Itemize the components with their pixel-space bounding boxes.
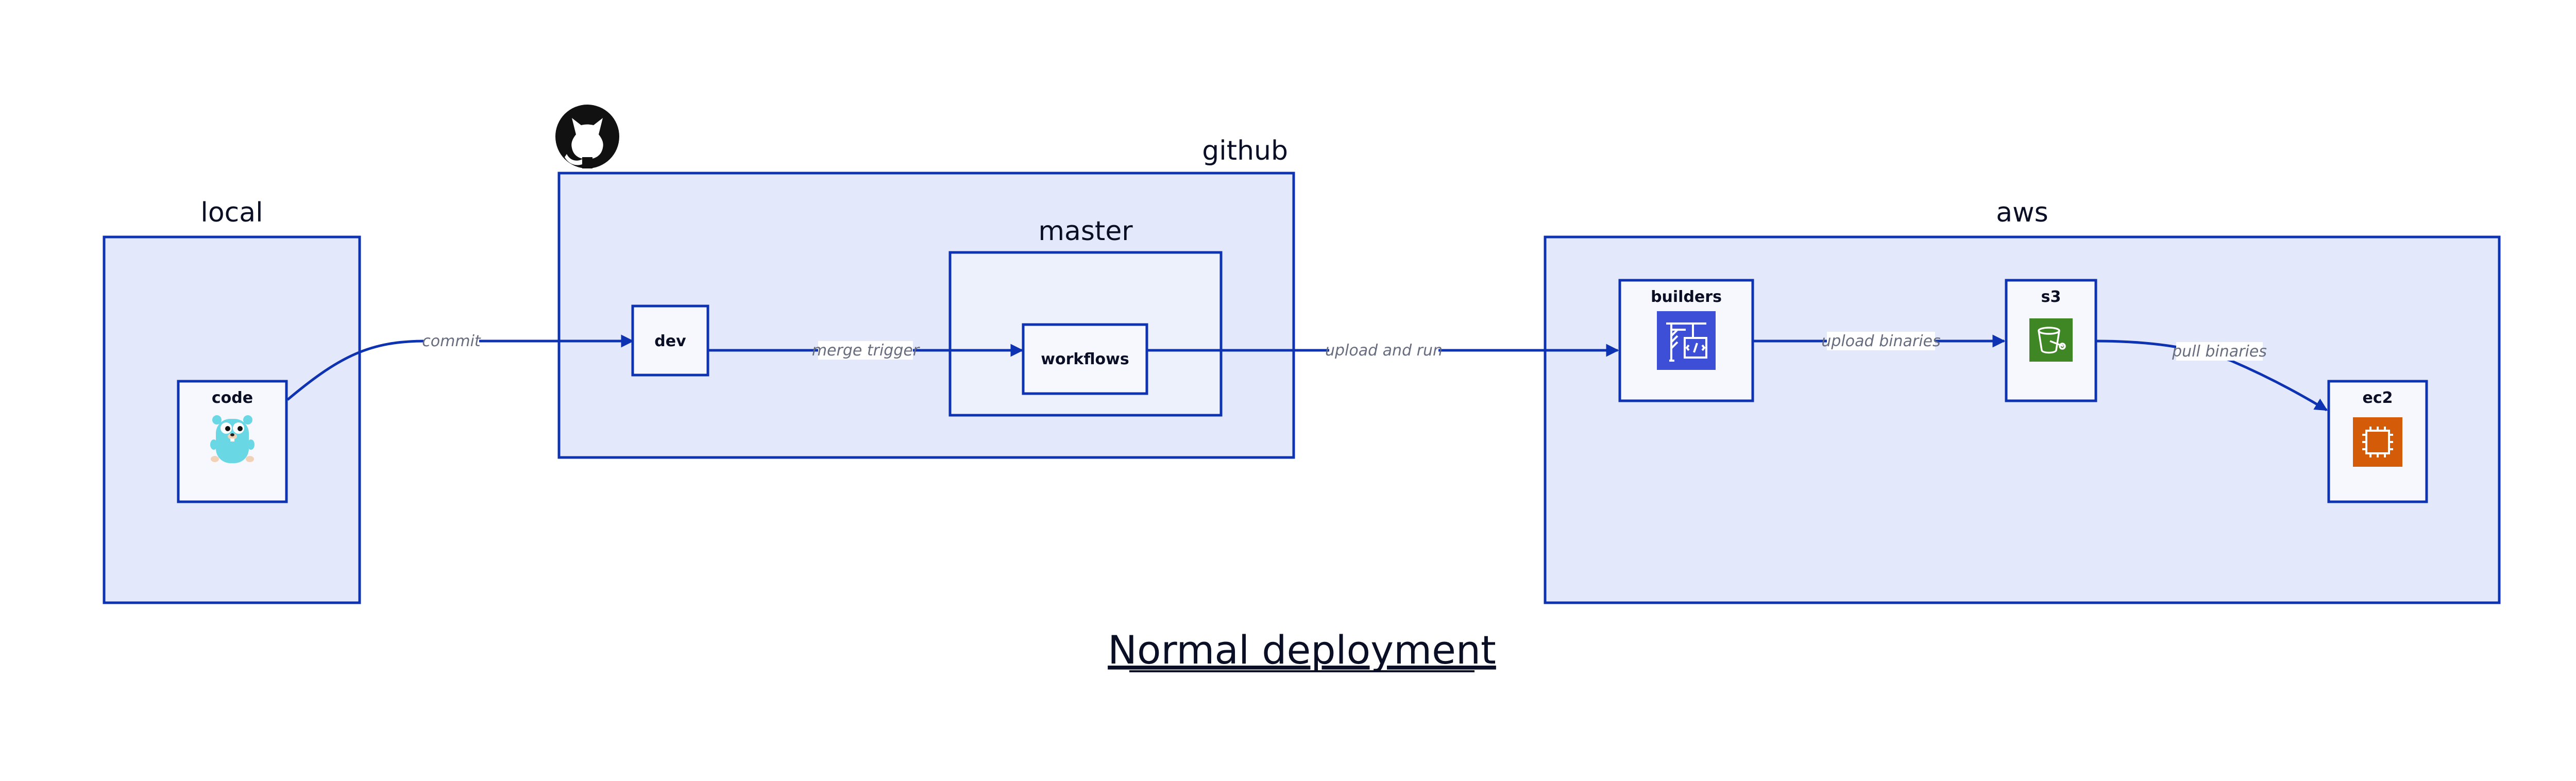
edge-label-upload-and-run: upload and run (1325, 342, 1443, 360)
local-group-label: local (200, 197, 263, 228)
node-code[interactable]: code (177, 380, 288, 503)
edge-label-merge-trigger: merge trigger (812, 342, 920, 360)
aws-codebuild-icon (1657, 311, 1716, 370)
github-icon (555, 105, 619, 168)
edge-label-commit: commit (422, 332, 481, 350)
diagram-caption: Normal deployment (1108, 627, 1496, 673)
edge-labels: commit merge trigger upload and run uplo… (422, 332, 2267, 361)
node-ec2-label: ec2 (2362, 389, 2393, 407)
github-group-label: github (1202, 135, 1288, 166)
node-s3[interactable]: s3 (2005, 279, 2097, 402)
node-dev-label: dev (654, 332, 686, 350)
node-ec2[interactable]: ec2 (2327, 380, 2428, 503)
edge-label-pull-binaries: pull binaries (2172, 343, 2267, 361)
edge-commit (286, 334, 634, 401)
master-group-label: master (1038, 216, 1133, 247)
node-builders-label: builders (1651, 288, 1722, 306)
edge-label-upload-binaries: upload binaries (1821, 332, 1940, 350)
node-dev[interactable]: dev (631, 304, 709, 377)
aws-ec2-icon (2353, 417, 2402, 467)
aws-group-label: aws (1996, 197, 2048, 228)
node-workflows[interactable]: workflows (1022, 323, 1148, 395)
node-workflows-label: workflows (1041, 350, 1129, 368)
node-s3-label: s3 (2041, 288, 2061, 306)
gopher-icon (210, 415, 255, 463)
node-code-label: code (212, 389, 253, 407)
aws-s3-icon (2029, 318, 2073, 362)
node-builders[interactable]: builders (1618, 279, 1754, 402)
